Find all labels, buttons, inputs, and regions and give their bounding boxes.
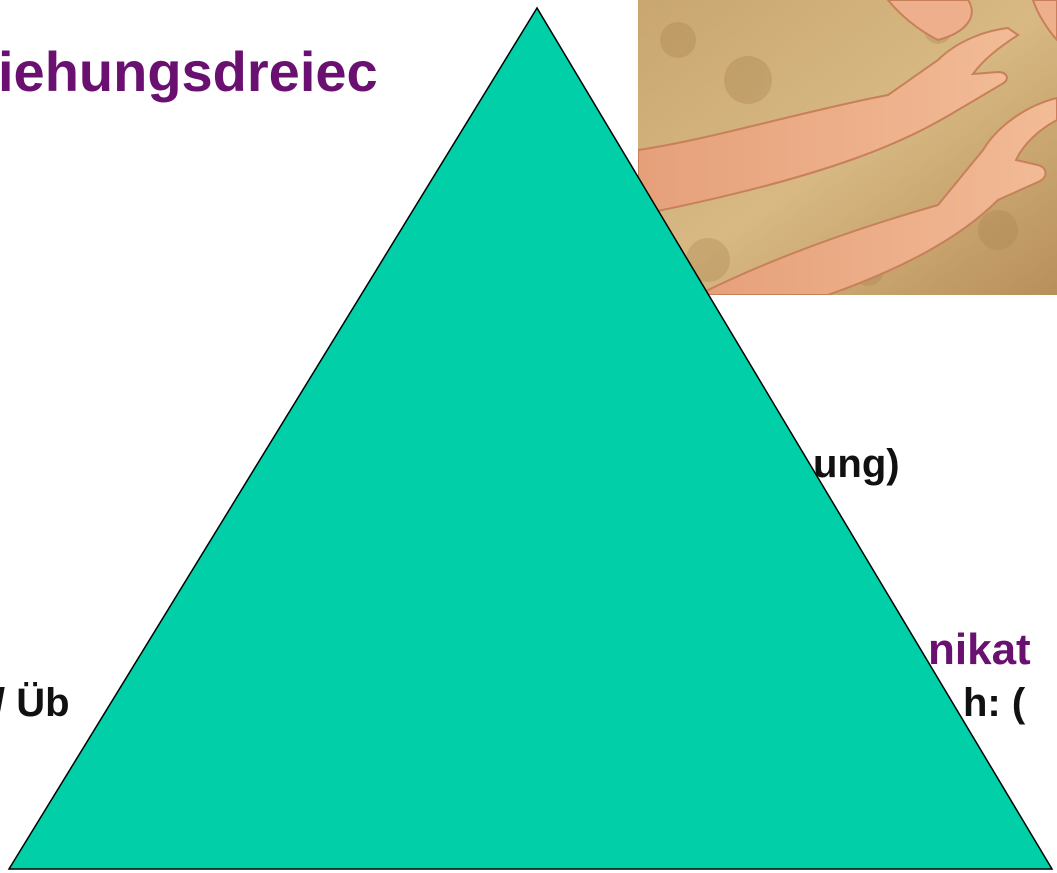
accent-text-fragment: nikat bbox=[928, 628, 1031, 672]
sand-hands-photo bbox=[638, 0, 1057, 295]
slide-title-fragment: iehungsdreiec bbox=[0, 44, 378, 100]
bottom-right-text-fragment: h: ( bbox=[963, 683, 1025, 723]
bottom-left-text-fragment: / Üb bbox=[0, 683, 70, 723]
body-text-fragment: ung) bbox=[813, 444, 900, 484]
